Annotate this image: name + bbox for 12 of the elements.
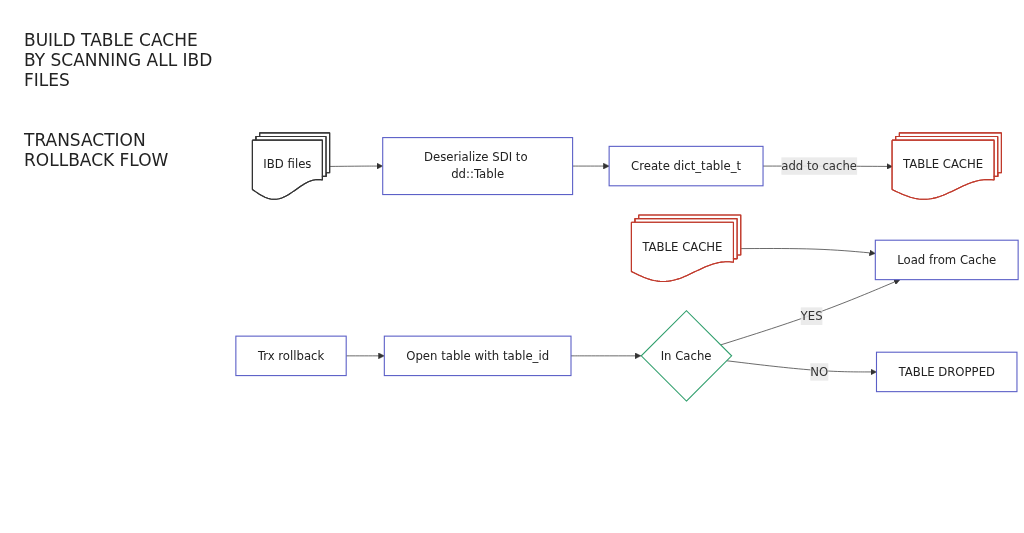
node-box: Load from Cache <box>874 239 1019 280</box>
node-box: Open table with table_id <box>383 335 572 376</box>
node-box: Create dict_table_t <box>608 145 764 186</box>
section-heading: BUILD TABLE CACHE BY SCANNING ALL IBD FILES <box>24 30 214 90</box>
node-box: TABLE DROPPED <box>875 351 1018 392</box>
edge-label: NO <box>810 364 829 379</box>
section-heading: TRANSACTION ROLLBACK FLOW <box>24 130 170 170</box>
edge-label: YES <box>800 308 823 323</box>
node-box: Deserialize SDI to dd::Table <box>382 136 574 195</box>
node-box: Trx rollback <box>235 335 347 376</box>
node-diamond: In Cache <box>640 309 733 402</box>
edge-label: add to cache <box>781 158 858 173</box>
